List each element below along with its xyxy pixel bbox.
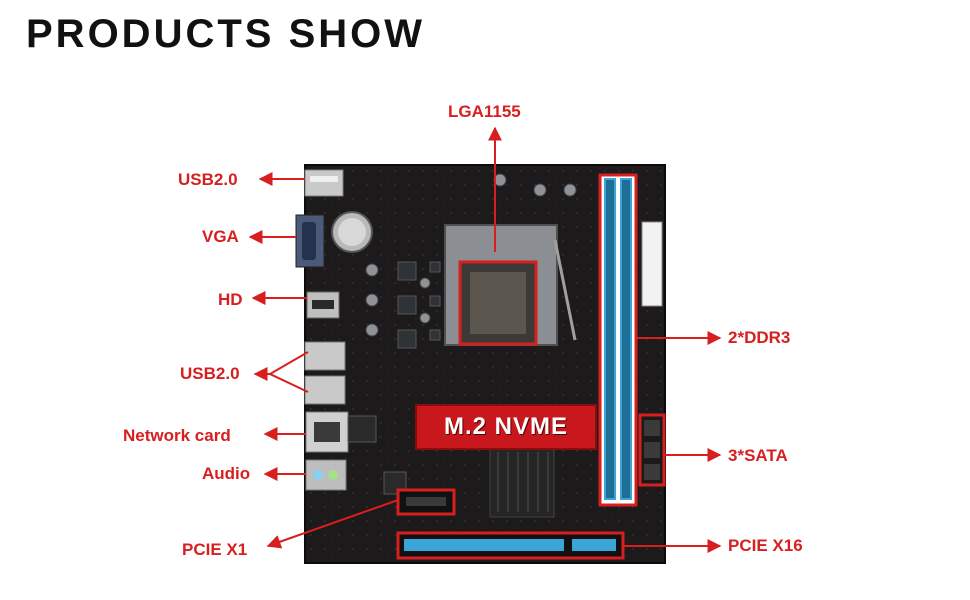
label-ddr3: 2*DDR3 (728, 328, 791, 347)
label-hd: HD (218, 290, 243, 309)
usb-port-top (304, 169, 344, 197)
label-network-card: Network card (123, 426, 231, 445)
lan-chip (347, 415, 377, 443)
label-usb-mid: USB2.0 (180, 364, 240, 383)
sata-ports (638, 413, 666, 487)
usb-port-stack-1 (304, 341, 346, 371)
label-lga1155: LGA1155 (448, 102, 521, 121)
label-usb-top: USB2.0 (178, 170, 238, 189)
atx-power-connector (641, 221, 663, 307)
audio-jacks (305, 459, 347, 491)
page-title: PRODUCTS SHOW (26, 12, 425, 56)
m2-nvme-banner: M.2 NVME (415, 404, 597, 450)
label-pcie-x16: PCIE X16 (728, 536, 803, 555)
callout-arrows (248, 126, 722, 553)
rear-io-ports (295, 169, 349, 491)
dimm-slots (598, 173, 638, 507)
label-pcie-x1: PCIE X1 (182, 540, 248, 559)
vrm-chokes (397, 261, 441, 349)
usb-port-stack-2 (304, 375, 346, 405)
label-sata: 3*SATA (728, 446, 788, 465)
label-vga: VGA (202, 227, 239, 246)
chipset-heatsink (489, 446, 555, 518)
label-audio: Audio (202, 464, 251, 483)
